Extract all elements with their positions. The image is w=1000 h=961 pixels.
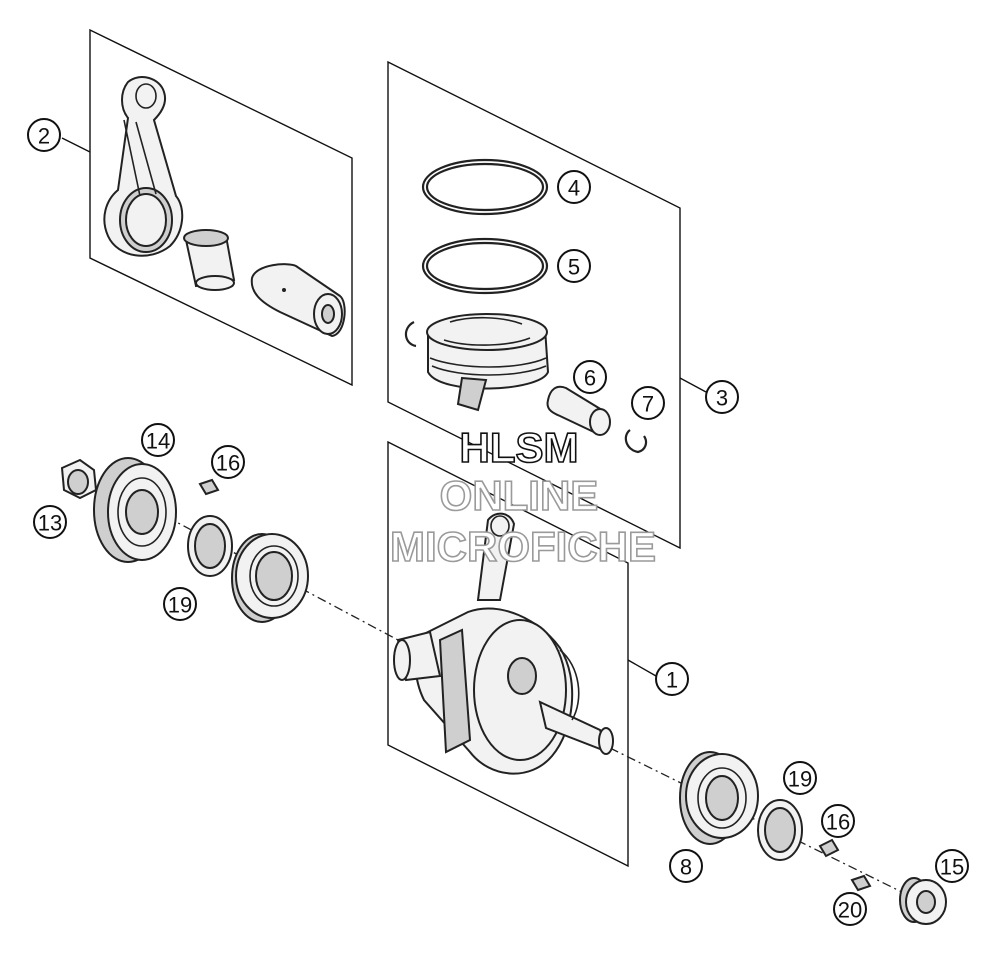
primary-gear-drawing xyxy=(93,457,177,563)
woodruff-key-20-drawing xyxy=(850,874,872,892)
callout-15[interactable]: 15 xyxy=(935,849,969,883)
callout-14[interactable]: 14 xyxy=(141,423,175,457)
crankshaft-drawing xyxy=(393,512,614,775)
svg-text:19: 19 xyxy=(168,593,192,618)
callout-20[interactable]: 20 xyxy=(833,892,867,926)
timing-gear-right-drawing xyxy=(899,877,947,925)
watermark: HLSM ONLINE MICROFICHE xyxy=(389,423,657,571)
ball-bearing-left-drawing xyxy=(231,533,309,623)
callout-16-left[interactable]: 16 xyxy=(211,445,245,479)
callout-7[interactable]: 7 xyxy=(631,386,665,420)
watermark-line-2: ONLINE xyxy=(440,472,599,519)
callout-1[interactable]: 1 xyxy=(655,662,689,696)
svg-text:8: 8 xyxy=(680,855,692,880)
svg-text:4: 4 xyxy=(568,176,580,201)
svg-text:20: 20 xyxy=(838,898,862,923)
svg-text:14: 14 xyxy=(146,429,170,454)
svg-text:5: 5 xyxy=(568,255,580,280)
piston-drawing xyxy=(426,313,550,412)
svg-text:16: 16 xyxy=(216,451,240,476)
callout-3[interactable]: 3 xyxy=(705,380,739,414)
piston-ring-top-inner xyxy=(425,162,545,212)
watermark-line-1: HLSM xyxy=(460,424,579,471)
svg-text:19: 19 xyxy=(788,767,812,792)
callout-13[interactable]: 13 xyxy=(33,505,67,539)
piston-ring-second-inner xyxy=(425,241,545,291)
ball-bearing-right-drawing xyxy=(679,751,759,845)
piston-pin-small-drawing xyxy=(546,385,611,436)
leader-3 xyxy=(679,377,707,393)
watermark-line-3: MICROFICHE xyxy=(390,523,656,570)
svg-text:1: 1 xyxy=(666,668,678,693)
svg-text:15: 15 xyxy=(940,855,964,880)
svg-text:16: 16 xyxy=(826,810,850,835)
small-end-bushing-drawing xyxy=(183,229,236,291)
callout-19-right[interactable]: 19 xyxy=(783,761,817,795)
shaft-seal-right-drawing xyxy=(757,799,803,861)
svg-text:13: 13 xyxy=(38,511,62,536)
callout-4[interactable]: 4 xyxy=(557,170,591,204)
piston-pin-drawing xyxy=(250,263,346,338)
callout-8[interactable]: 8 xyxy=(669,849,703,883)
leader-2 xyxy=(61,137,91,153)
leader-1 xyxy=(627,659,657,677)
svg-text:6: 6 xyxy=(584,366,596,391)
svg-text:7: 7 xyxy=(642,392,654,417)
circlip-right-drawing xyxy=(624,429,648,454)
callout-2[interactable]: 2 xyxy=(27,118,61,152)
svg-text:2: 2 xyxy=(38,124,50,149)
callout-16-right[interactable]: 16 xyxy=(821,804,855,838)
collar-nut-left-drawing xyxy=(60,458,98,500)
piston-ring-second-drawing xyxy=(421,237,549,295)
piston-ring-top-drawing xyxy=(421,158,549,216)
callout-6[interactable]: 6 xyxy=(573,360,607,394)
svg-text:3: 3 xyxy=(716,386,728,411)
callout-19-left[interactable]: 19 xyxy=(163,587,197,621)
woodruff-key-left-drawing xyxy=(198,478,220,496)
circlip-left-drawing xyxy=(404,321,417,348)
shaft-seal-left-drawing xyxy=(187,515,233,577)
callout-5[interactable]: 5 xyxy=(557,249,591,283)
woodruff-key-right-drawing xyxy=(818,838,840,858)
connecting-rod-drawing xyxy=(103,76,184,257)
